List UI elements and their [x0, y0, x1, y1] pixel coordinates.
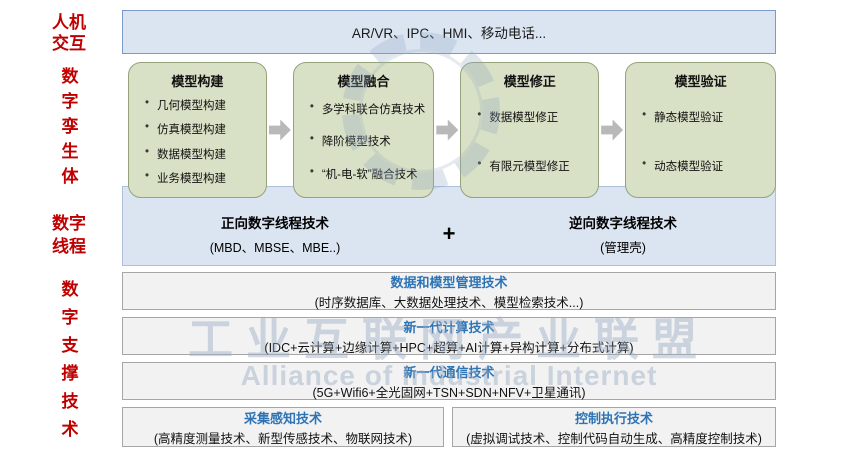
- bottom-box-sensing: 采集感知技术 (高精度测量技术、新型传感技术、物联网技术): [122, 407, 444, 447]
- row-subtitle: (虚拟调试技术、控制代码自动生成、高精度控制技术): [466, 431, 762, 446]
- support-row-communication: 新一代通信技术 (5G+Wifi6+全光固网+TSN+SDN+NFV+卫星通讯): [122, 362, 776, 400]
- row-subtitle: (5G+Wifi6+全光固网+TSN+SDN+NFV+卫星通讯): [312, 385, 586, 400]
- sidebar-label-digital-thread: 数字线程: [52, 214, 86, 256]
- model-item: 仿真模型构建: [145, 121, 258, 137]
- support-row-data-model-management: 数据和模型管理技术 (时序数据库、大数据处理技术、模型检索技术...): [122, 272, 776, 310]
- right-arrow-icon: [601, 119, 624, 141]
- row-title: 采集感知技术: [243, 410, 322, 426]
- model-item: 动态模型验证: [642, 158, 767, 174]
- forward-thread-title: 正向数字线程技术: [221, 216, 329, 231]
- sidebar-label-digital-support-tech: 数字支撑技术: [61, 280, 79, 439]
- row-subtitle: (IDC+云计算+边缘计算+HPC+超算+AI计算+异构计算+分布式计算): [264, 340, 634, 355]
- hmi-devices-text: AR/VR、IPC、HMI、移动电话...: [351, 26, 547, 41]
- right-arrow-icon: [268, 119, 291, 141]
- model-item: 几何模型构建: [145, 97, 258, 113]
- forward-thread-block: 正向数字线程技术 (MBD、MBSE、MBE..): [123, 203, 427, 265]
- model-item: 有限元模型修正: [477, 158, 590, 174]
- reverse-thread-subtitle: (管理壳): [600, 241, 646, 255]
- model-box-item-list: 多学科联合仿真技术 降阶模型技术 “机-电-软”融合技术: [302, 93, 426, 190]
- reverse-thread-title: 逆向数字线程技术: [569, 216, 677, 231]
- model-process-row: 模型构建 几何模型构建 仿真模型构建 数据模型构建 业务模型构建 模型融合 多学…: [128, 62, 777, 198]
- digital-thread-panel: 正向数字线程技术 (MBD、MBSE、MBE..) + 逆向数字线程技术 (管理…: [122, 186, 776, 266]
- sidebar-label-digital-twin: 数字孪生体: [61, 67, 79, 186]
- row-title: 新一代通信技术: [403, 364, 495, 380]
- row-title: 数据和模型管理技术: [390, 274, 508, 290]
- model-item: 数据模型修正: [477, 109, 590, 125]
- sidebar-label-human-machine-interaction: 人机交互: [52, 13, 86, 53]
- model-item: “机-电-软”融合技术: [310, 166, 426, 182]
- forward-thread-subtitle: (MBD、MBSE、MBE..): [209, 241, 341, 255]
- bottom-box-control: 控制执行技术 (虚拟调试技术、控制代码自动生成、高精度控制技术): [452, 407, 776, 447]
- row-subtitle: (高精度测量技术、新型传感技术、物联网技术): [153, 431, 413, 446]
- right-arrow-icon: [436, 119, 459, 141]
- row-subtitle: (时序数据库、大数据处理技术、模型检索技术...): [314, 295, 584, 310]
- support-row-computing: 新一代计算技术 (IDC+云计算+边缘计算+HPC+超算+AI计算+异构计算+分…: [122, 317, 776, 355]
- model-box-title: 模型融合: [337, 74, 390, 89]
- model-item: 数据模型构建: [145, 146, 258, 162]
- model-item: 业务模型构建: [145, 170, 258, 186]
- model-box-item-list: 静态模型验证 动态模型验证: [634, 93, 767, 190]
- model-box-title: 模型修正: [503, 74, 556, 89]
- model-box-title: 模型构建: [171, 74, 224, 89]
- model-item: 多学科联合仿真技术: [310, 101, 426, 117]
- model-box-title: 模型验证: [674, 74, 727, 89]
- row-title: 新一代计算技术: [403, 319, 495, 335]
- model-item: 降阶模型技术: [310, 133, 426, 149]
- reverse-thread-block: 逆向数字线程技术 (管理壳): [471, 203, 775, 265]
- model-box-correction: 模型修正 数据模型修正 有限元模型修正: [460, 62, 600, 198]
- model-box-item-list: 几何模型构建 仿真模型构建 数据模型构建 业务模型构建: [137, 93, 258, 190]
- hmi-devices-bar: AR/VR、IPC、HMI、移动电话...: [122, 10, 776, 54]
- model-box-fusion: 模型融合 多学科联合仿真技术 降阶模型技术 “机-电-软”融合技术: [292, 62, 435, 198]
- model-box-validation: 模型验证 静态模型验证 动态模型验证: [625, 62, 777, 198]
- model-box-construction: 模型构建 几何模型构建 仿真模型构建 数据模型构建 业务模型构建: [128, 62, 267, 198]
- model-box-item-list: 数据模型修正 有限元模型修正: [469, 93, 590, 190]
- plus-sign: +: [442, 221, 456, 246]
- row-title: 控制执行技术: [574, 410, 653, 426]
- model-item: 静态模型验证: [642, 109, 767, 125]
